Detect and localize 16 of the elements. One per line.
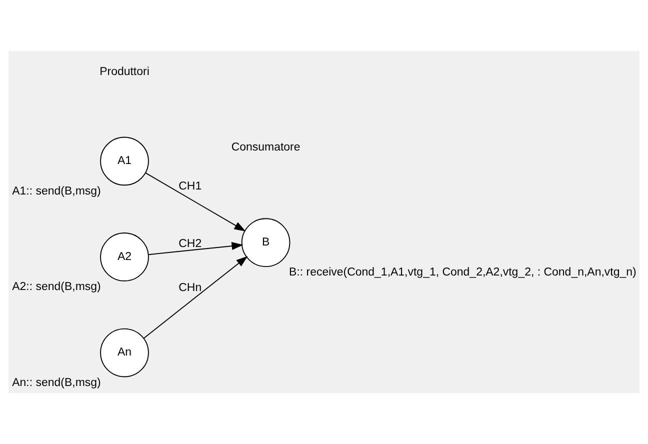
edge-label: CH2 xyxy=(178,238,202,250)
arrow xyxy=(148,242,244,256)
node-circle: B xyxy=(241,218,290,268)
node-label: A2:: send(B,msg) xyxy=(12,281,101,294)
node-circle: A2 xyxy=(100,232,149,282)
arrow xyxy=(143,256,248,339)
label: Consumatore xyxy=(231,142,300,154)
node-label: An:: send(B,msg) xyxy=(12,376,101,389)
label: Produttori xyxy=(100,66,150,78)
arrow xyxy=(144,172,246,232)
node-label: A1:: send(B,msg) xyxy=(12,185,101,198)
node-circle: A1 xyxy=(100,136,149,186)
node-circle: An xyxy=(100,328,149,378)
node-label: B:: receive(Cond_1,A1,vtg_1, Cond_2,A2,vtg_2, : Cond_n,An,vtg_n) xyxy=(289,266,636,279)
edge-label: CH1 xyxy=(178,180,202,193)
edge-label: CHn xyxy=(178,282,202,294)
